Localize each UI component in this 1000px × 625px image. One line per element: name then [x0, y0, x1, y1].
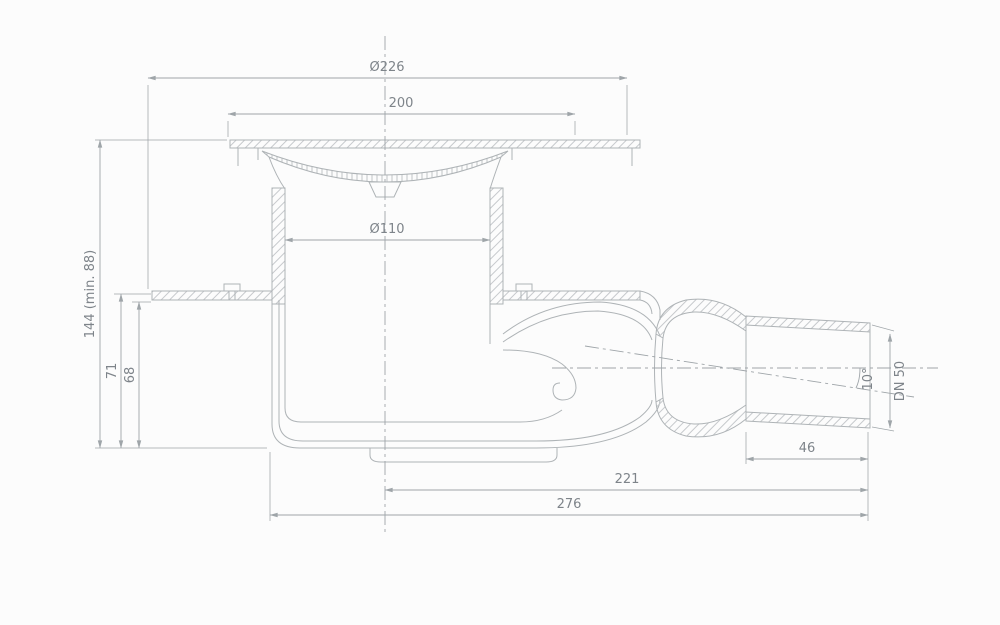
ext-line — [871, 324, 895, 332]
pipe-top-wall — [745, 315, 871, 333]
dim-grate-width: 200 — [227, 96, 576, 137]
dim-outlet-length: 221 — [384, 472, 869, 493]
dim-height-71: 71 — [105, 293, 151, 449]
dim-flange-diameter: Ø226 — [147, 60, 628, 289]
drain-body-drawing — [151, 36, 938, 532]
body-foot — [369, 448, 558, 463]
siphon-curl — [502, 349, 577, 401]
body-outline-outer — [271, 300, 661, 449]
grate-center-hub — [368, 181, 402, 198]
dim-label-height-71: 71 — [105, 363, 120, 380]
outlet-horn-outer — [502, 301, 661, 337]
grate-dome — [261, 150, 509, 183]
flange-wing-right — [502, 290, 641, 301]
top-grate-assembly — [229, 139, 641, 198]
dim-label-total-height: 144 (min. 88) — [83, 250, 98, 338]
outlet-pipe-dn50 — [745, 315, 871, 429]
dim-total-height: 144 (min. 88) — [83, 139, 267, 449]
clamp-screw-right — [515, 283, 533, 292]
trap-body — [271, 300, 661, 463]
inlet-pipe — [271, 187, 504, 305]
dim-insertion-depth: 46 — [745, 432, 869, 521]
pipe-wall-left — [271, 187, 286, 305]
outlet-horn-inner — [502, 310, 653, 343]
grate-frame-plate — [229, 139, 641, 149]
dim-label-pipe-diameter: Ø110 — [369, 222, 404, 237]
dim-label-221: 221 — [615, 472, 640, 487]
wing-bend-inner — [639, 299, 653, 315]
dim-label-276: 276 — [557, 497, 582, 512]
flange-wing-left — [151, 290, 273, 301]
dim-total-length: 276 — [269, 452, 869, 521]
body-outline-inner — [278, 300, 653, 442]
centerlines — [384, 36, 938, 532]
dim-outlet-angle: 10° — [861, 367, 876, 390]
dim-label-dn50: DN 50 — [893, 361, 908, 401]
ext-line — [871, 426, 895, 432]
dim-pipe-diameter: Ø110 — [284, 222, 491, 243]
wing-bend-outer — [639, 290, 661, 320]
sealing-flange — [151, 283, 661, 320]
funnel-wall-right — [489, 156, 502, 190]
dim-label-grate-width: 200 — [389, 96, 414, 111]
angle-arc — [855, 367, 861, 389]
dim-label-46: 46 — [799, 441, 816, 456]
dim-label-flange-diameter: Ø226 — [369, 60, 404, 75]
pipe-wall-right — [489, 187, 504, 305]
clamp-screw-left — [223, 283, 241, 292]
dim-height-68: 68 — [123, 301, 151, 449]
centerline-angled — [584, 345, 915, 398]
dim-label-height-68: 68 — [123, 367, 138, 384]
pipe-bottom-wall — [745, 411, 871, 429]
coupling-bottom-section — [655, 397, 747, 438]
dimension-annotations: Ø226 200 Ø110 144 (min. 88) 71 68 — [83, 60, 908, 521]
funnel-wall-left — [268, 156, 286, 190]
coupling-top-section — [655, 298, 747, 339]
dim-outlet-dn50: DN 50 — [871, 324, 908, 432]
screw-shafts — [228, 291, 528, 300]
inner-channel — [284, 304, 563, 423]
dim-label-angle: 10° — [861, 367, 876, 390]
